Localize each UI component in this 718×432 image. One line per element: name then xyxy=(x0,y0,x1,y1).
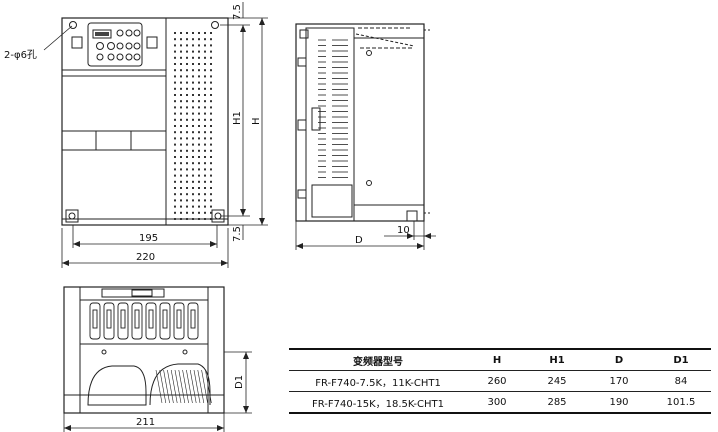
model-dimension-table: 变频器型号 H H1 D D1 FR-F740-7.5K，11K-CHT1 26… xyxy=(289,348,711,414)
side-view xyxy=(295,23,432,222)
table-row: FR-F740-7.5K，11K-CHT1 260 245 170 84 xyxy=(289,370,711,392)
cell-model: FR-F740-15K，18.5K-CHT1 xyxy=(289,391,467,414)
terminal-block xyxy=(89,302,199,340)
header-h: H xyxy=(467,348,527,371)
cell-d: 170 xyxy=(587,370,651,392)
bottom-margin-label: 7.5 xyxy=(232,226,243,242)
header-d: D xyxy=(587,348,651,371)
depth-d-label: D xyxy=(355,235,363,246)
cell-model: FR-F740-7.5K，11K-CHT1 xyxy=(289,370,467,392)
heatsink-fins xyxy=(155,369,212,404)
header-model: 变频器型号 xyxy=(289,348,467,371)
arrowheads xyxy=(62,18,265,266)
cell-h1: 285 xyxy=(527,391,587,414)
mounting-hole-top-right xyxy=(211,21,219,29)
cell-d: 190 xyxy=(587,391,651,414)
hole-note-label: 2-φ6孔 xyxy=(4,49,37,61)
cell-h: 260 xyxy=(467,370,527,392)
vent-grille xyxy=(174,32,212,220)
header-d1: D1 xyxy=(651,348,711,371)
bottom-dimension-lines xyxy=(63,351,252,432)
d1-label: D1 xyxy=(234,375,245,389)
depth-10-label: 10 xyxy=(397,225,410,236)
side-vent-slots xyxy=(318,39,348,178)
h1-label: H1 xyxy=(232,111,243,125)
front-view xyxy=(61,17,229,226)
bottom-view xyxy=(63,286,225,414)
side-dimension-lines xyxy=(295,221,436,250)
header-h1: H1 xyxy=(527,348,587,371)
table-row: FR-F740-15K，18.5K-CHT1 300 285 190 101.5 xyxy=(289,391,711,414)
operation-panel xyxy=(87,22,143,67)
cell-h: 300 xyxy=(467,391,527,414)
top-margin-label: 7.5 xyxy=(232,4,243,20)
table-header-row: 变频器型号 H H1 D D1 xyxy=(289,348,711,371)
h-label: H xyxy=(251,117,262,125)
cell-d1: 84 xyxy=(651,370,711,392)
width-211-label: 211 xyxy=(136,417,155,428)
width-220-label: 220 xyxy=(136,252,155,263)
width-195-label: 195 xyxy=(139,233,158,244)
cell-d1: 101.5 xyxy=(651,391,711,414)
mounting-hole-top-left xyxy=(69,21,77,29)
front-dimension-lines xyxy=(43,2,268,268)
cell-h1: 245 xyxy=(527,370,587,392)
